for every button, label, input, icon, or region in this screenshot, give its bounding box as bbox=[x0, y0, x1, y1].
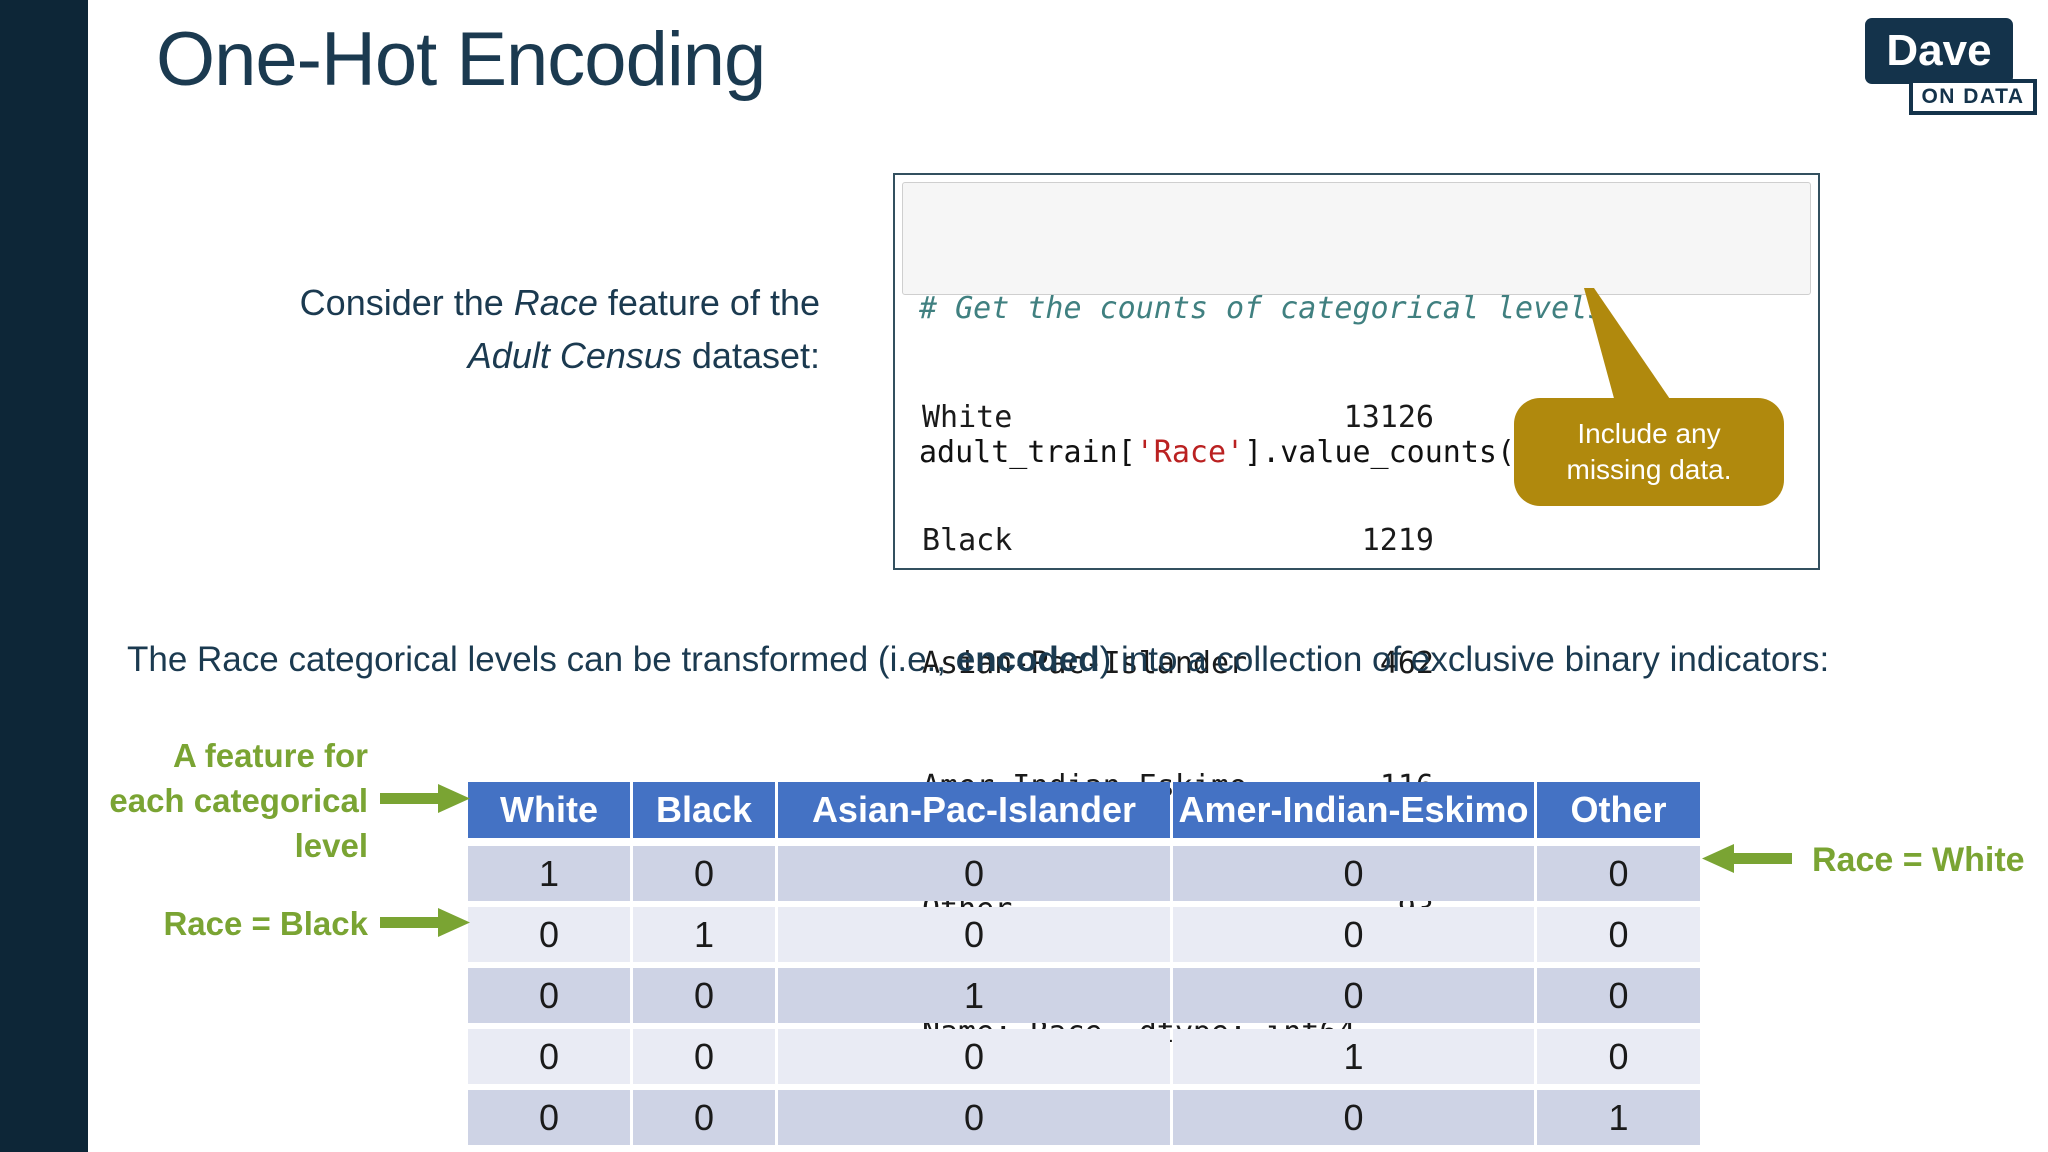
table-cell: 0 bbox=[1173, 1090, 1534, 1145]
callout-line-2: missing data. bbox=[1566, 454, 1732, 485]
table-cell: 1 bbox=[468, 846, 630, 901]
dave-on-data-logo: Dave ON DATA bbox=[1865, 18, 2037, 118]
table-cell: 0 bbox=[778, 846, 1170, 901]
table-header-cell: Other bbox=[1537, 782, 1700, 838]
table-cell: 0 bbox=[1173, 907, 1534, 962]
intro-line-2: Adult Census dataset: bbox=[467, 335, 820, 376]
table-cell: 0 bbox=[778, 1090, 1170, 1145]
code-cell: # Get the counts of categorical levels a… bbox=[902, 182, 1811, 470]
table-cell: 1 bbox=[778, 968, 1170, 1023]
table-header-cell: White bbox=[468, 782, 630, 838]
arrow-right-icon bbox=[380, 784, 470, 813]
intro-text: Consider the Race feature of the Adult C… bbox=[260, 276, 820, 382]
table-cell: 0 bbox=[1173, 846, 1534, 901]
table-cell: 1 bbox=[1537, 1090, 1700, 1145]
table-header-cell: Asian-Pac-Islander bbox=[778, 782, 1170, 838]
arrow-left-icon bbox=[1702, 844, 1792, 873]
arrow-right-icon bbox=[380, 908, 470, 937]
callout-bubble: Include any missing data. bbox=[1514, 398, 1784, 506]
page-title: One-Hot Encoding bbox=[156, 17, 766, 102]
table-cell: 0 bbox=[1537, 1029, 1700, 1084]
table-row: 0 0 1 0 0 bbox=[468, 968, 1700, 1023]
table-cell: 0 bbox=[1537, 907, 1700, 962]
code-comment-line: # Get the counts of categorical levels bbox=[919, 291, 1606, 326]
table-row: 0 0 0 0 1 bbox=[468, 1090, 1700, 1145]
race-white-annotation: Race = White bbox=[1812, 841, 2025, 879]
table-row: 1 0 0 0 0 bbox=[468, 846, 1700, 901]
table-header-row: White Black Asian-Pac-Islander Amer-Indi… bbox=[468, 782, 1700, 838]
table-cell: 0 bbox=[633, 1029, 775, 1084]
table-cell: 0 bbox=[633, 846, 775, 901]
transform-sentence: The Race categorical levels can be trans… bbox=[127, 640, 1830, 679]
table-cell: 1 bbox=[633, 907, 775, 962]
table-cell: 0 bbox=[1537, 968, 1700, 1023]
table-cell: 0 bbox=[1173, 968, 1534, 1023]
feature-annotation: A feature for each categorical level bbox=[109, 737, 368, 864]
table-cell: 0 bbox=[633, 968, 775, 1023]
table-cell: 0 bbox=[468, 1090, 630, 1145]
table-cell: 0 bbox=[778, 1029, 1170, 1084]
table-cell: 0 bbox=[468, 968, 630, 1023]
race-black-annotation: Race = Black bbox=[163, 905, 368, 942]
left-accent-bar bbox=[0, 0, 88, 1152]
table-row: 0 1 0 0 0 bbox=[468, 907, 1700, 962]
table-cell: 0 bbox=[468, 1029, 630, 1084]
table-cell: 0 bbox=[468, 907, 630, 962]
table-row: 0 0 0 1 0 bbox=[468, 1029, 1700, 1084]
table-cell: 1 bbox=[1173, 1029, 1534, 1084]
intro-line-1: Consider the Race feature of the bbox=[299, 282, 820, 323]
table-cell: 0 bbox=[1537, 846, 1700, 901]
logo-on-data-box: ON DATA bbox=[1909, 79, 2037, 115]
callout-pointer-icon bbox=[1584, 288, 1672, 402]
table-cell: 0 bbox=[633, 1090, 775, 1145]
logo-dave-box: Dave bbox=[1865, 18, 2013, 84]
table-cell: 0 bbox=[778, 907, 1170, 962]
callout-line-1: Include any bbox=[1577, 418, 1721, 449]
table-header-cell: Black bbox=[633, 782, 775, 838]
table-header-cell: Amer-Indian-Eskimo bbox=[1173, 782, 1534, 838]
one-hot-table: White Black Asian-Pac-Islander Amer-Indi… bbox=[468, 782, 1700, 1151]
